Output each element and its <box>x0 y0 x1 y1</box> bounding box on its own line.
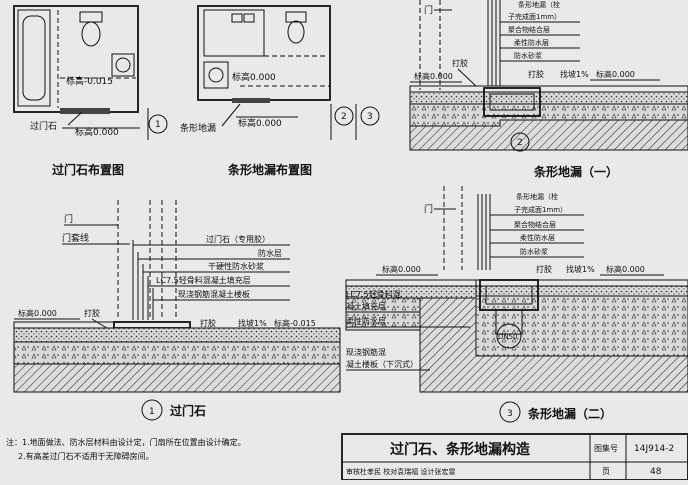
svg-text:3: 3 <box>507 409 513 419</box>
d3-elev-right: 标高0.000 <box>606 264 645 274</box>
d1-title: 过门石 <box>170 403 206 418</box>
d3-title: 条形地漏（二） <box>527 406 612 421</box>
detail-3: 门 条形地漏（栓 子完成面1mm） 聚合物结合层 柔性防水层 防水砂浆 标高0.… <box>345 186 688 423</box>
d3-slope: 找坡1% <box>566 264 595 274</box>
toilet-icon <box>79 11 103 47</box>
d2-mortar-label: 防水砂浆 <box>514 51 542 60</box>
d1-seal-right: 打胶 <box>200 318 216 328</box>
threshold-stone-plan <box>60 108 110 114</box>
plan2-part-label: 条形地漏 <box>180 122 216 134</box>
d2-door-label: 门 <box>424 4 433 16</box>
svg-text:DN50: DN50 <box>498 333 518 341</box>
d1-drymortar-label: 干硬性防水砂浆 <box>208 261 264 271</box>
d3-drain-pipe: DN50 <box>495 309 523 349</box>
d1-callout <box>141 399 163 421</box>
d3-elev-label: 标高0.000 <box>382 264 421 274</box>
d3-door-label: 门 <box>424 203 433 215</box>
detail-2: 门 条形地漏（栓 子完成面1mm） 聚合物结合层 柔性防水层 防水砂浆 标高0.… <box>409 0 688 179</box>
d2-seal-b: 打胶 <box>528 69 544 79</box>
d3-flex-left: 柔性防水层 <box>346 316 386 326</box>
d3-mortar-label: 防水砂浆 <box>520 247 548 256</box>
washbasin-icon-2 <box>203 61 229 89</box>
d1-frame-label: 门套线 <box>62 232 89 244</box>
atlas-label: 图集号 <box>594 443 618 453</box>
plan2-callout-a <box>334 106 354 126</box>
strip-drain-plan <box>232 98 270 103</box>
d3-lc75-b: 凝土填充层 <box>346 301 386 311</box>
plan2-floor-label: 标高0.000 <box>238 117 282 129</box>
page-label: 页 <box>602 467 610 476</box>
d1-wet-elev: 标高-0.015 <box>274 318 316 328</box>
title-block: 过门石、条形地漏构造 图集号 14J914-2 页 48 审核杜孝民 校对袁瑞福… <box>341 433 688 481</box>
d2-elev-label: 标高0.000 <box>414 71 453 81</box>
plan2-title: 条形地漏布置图 <box>227 162 312 177</box>
svg-text:2: 2 <box>517 138 523 148</box>
d2-drain-label-2: 子完成面1mm） <box>508 12 561 21</box>
d1-threshold-stone <box>113 321 191 329</box>
d3-callout <box>499 401 521 423</box>
d3-lc75-a: LC7.5轻骨料混 <box>346 289 401 299</box>
d3-drain-label: 条形地漏（栓 <box>516 192 558 201</box>
d1-waterproof-label: 防水层 <box>258 248 282 258</box>
d2-seal-a: 打胶 <box>452 58 468 68</box>
plan1-part-label: 过门石 <box>30 120 57 132</box>
svg-text:3: 3 <box>367 112 373 122</box>
d1-door-label: 门 <box>64 213 73 225</box>
svg-text:2: 2 <box>341 112 347 122</box>
plan1-title: 过门石布置图 <box>52 162 124 177</box>
d3-flexwp-label: 柔性防水层 <box>520 233 555 242</box>
notes: 注：1.地面做法、防水层材料由设计定，门扇所在位置由设计确定。 2.有高差过门石… <box>6 437 246 461</box>
d2-polymer-label: 聚合物结合层 <box>508 25 550 34</box>
d3-drain-label-2: 子完成面1mm） <box>514 205 567 214</box>
svg-text:1: 1 <box>155 120 161 130</box>
d1-slab-label: 现浇钢筋混凝土楼板 <box>178 289 250 299</box>
page-number: 48 <box>650 467 662 477</box>
d3-polymer-label: 聚合物结合层 <box>514 220 556 229</box>
d3-slab-a: 现浇钢筋混 <box>346 347 386 357</box>
plan1-callout <box>148 114 168 134</box>
plan1-elev-label: 标高-0.015 <box>66 75 113 87</box>
toilet-icon-2 <box>285 11 307 44</box>
plan2-elev-label: 标高0.000 <box>232 71 276 83</box>
svg-text:1: 1 <box>149 407 155 417</box>
d2-title: 条形地漏（一） <box>533 164 618 179</box>
note-line-2: 2.有高差过门石不适用于无障碍房间。 <box>18 451 154 461</box>
bathtub-icon <box>17 9 51 107</box>
d1-seal-left: 打胶 <box>84 308 100 318</box>
title-block-title: 过门石、条形地漏构造 <box>390 441 530 458</box>
d2-strip-drain <box>483 87 541 117</box>
d1-threshold-label: 过门石（专用胶） <box>206 234 270 244</box>
shower-area-icon <box>203 9 265 57</box>
signature-row: 审核杜孝民 校对袁瑞福 设计张宏雷 <box>346 467 455 476</box>
d2-elev-right: 标高0.000 <box>596 69 635 79</box>
threshold-plan: 标高-0.015 过门石 标高0.000 1 过门石布置图 <box>13 5 168 177</box>
plan1-floor-label: 标高0.000 <box>75 126 119 138</box>
d2-drain-label: 条形地漏（栓 <box>518 0 560 9</box>
d2-slope: 找坡1% <box>560 69 589 79</box>
d2-callout <box>510 132 530 152</box>
plan2-callout-b <box>360 106 380 126</box>
d1-lc75-label: LC7.5轻骨料混凝土填充层 <box>156 275 251 285</box>
d2-flexwp-label: 柔性防水层 <box>514 38 549 47</box>
d3-slab-b: 凝土楼板（下沉式） <box>346 359 418 369</box>
detail-1: 门 门套线 过门石（专用胶） 防水层 干硬性防水砂浆 LC7.5轻骨料混凝土填充… <box>13 200 341 421</box>
washbasin-icon <box>111 53 135 77</box>
d1-slope: 找坡1% <box>238 318 267 328</box>
atlas-number: 14J914-2 <box>634 444 674 454</box>
d1-floor-elev: 标高0.000 <box>18 308 57 318</box>
drain-plan: 标高0.000 条形地漏 标高0.000 2 3 条形地漏布置图 <box>180 5 380 177</box>
d3-seal: 打胶 <box>536 264 552 274</box>
note-line-1: 注：1.地面做法、防水层材料由设计定，门扇所在位置由设计确定。 <box>6 437 246 447</box>
